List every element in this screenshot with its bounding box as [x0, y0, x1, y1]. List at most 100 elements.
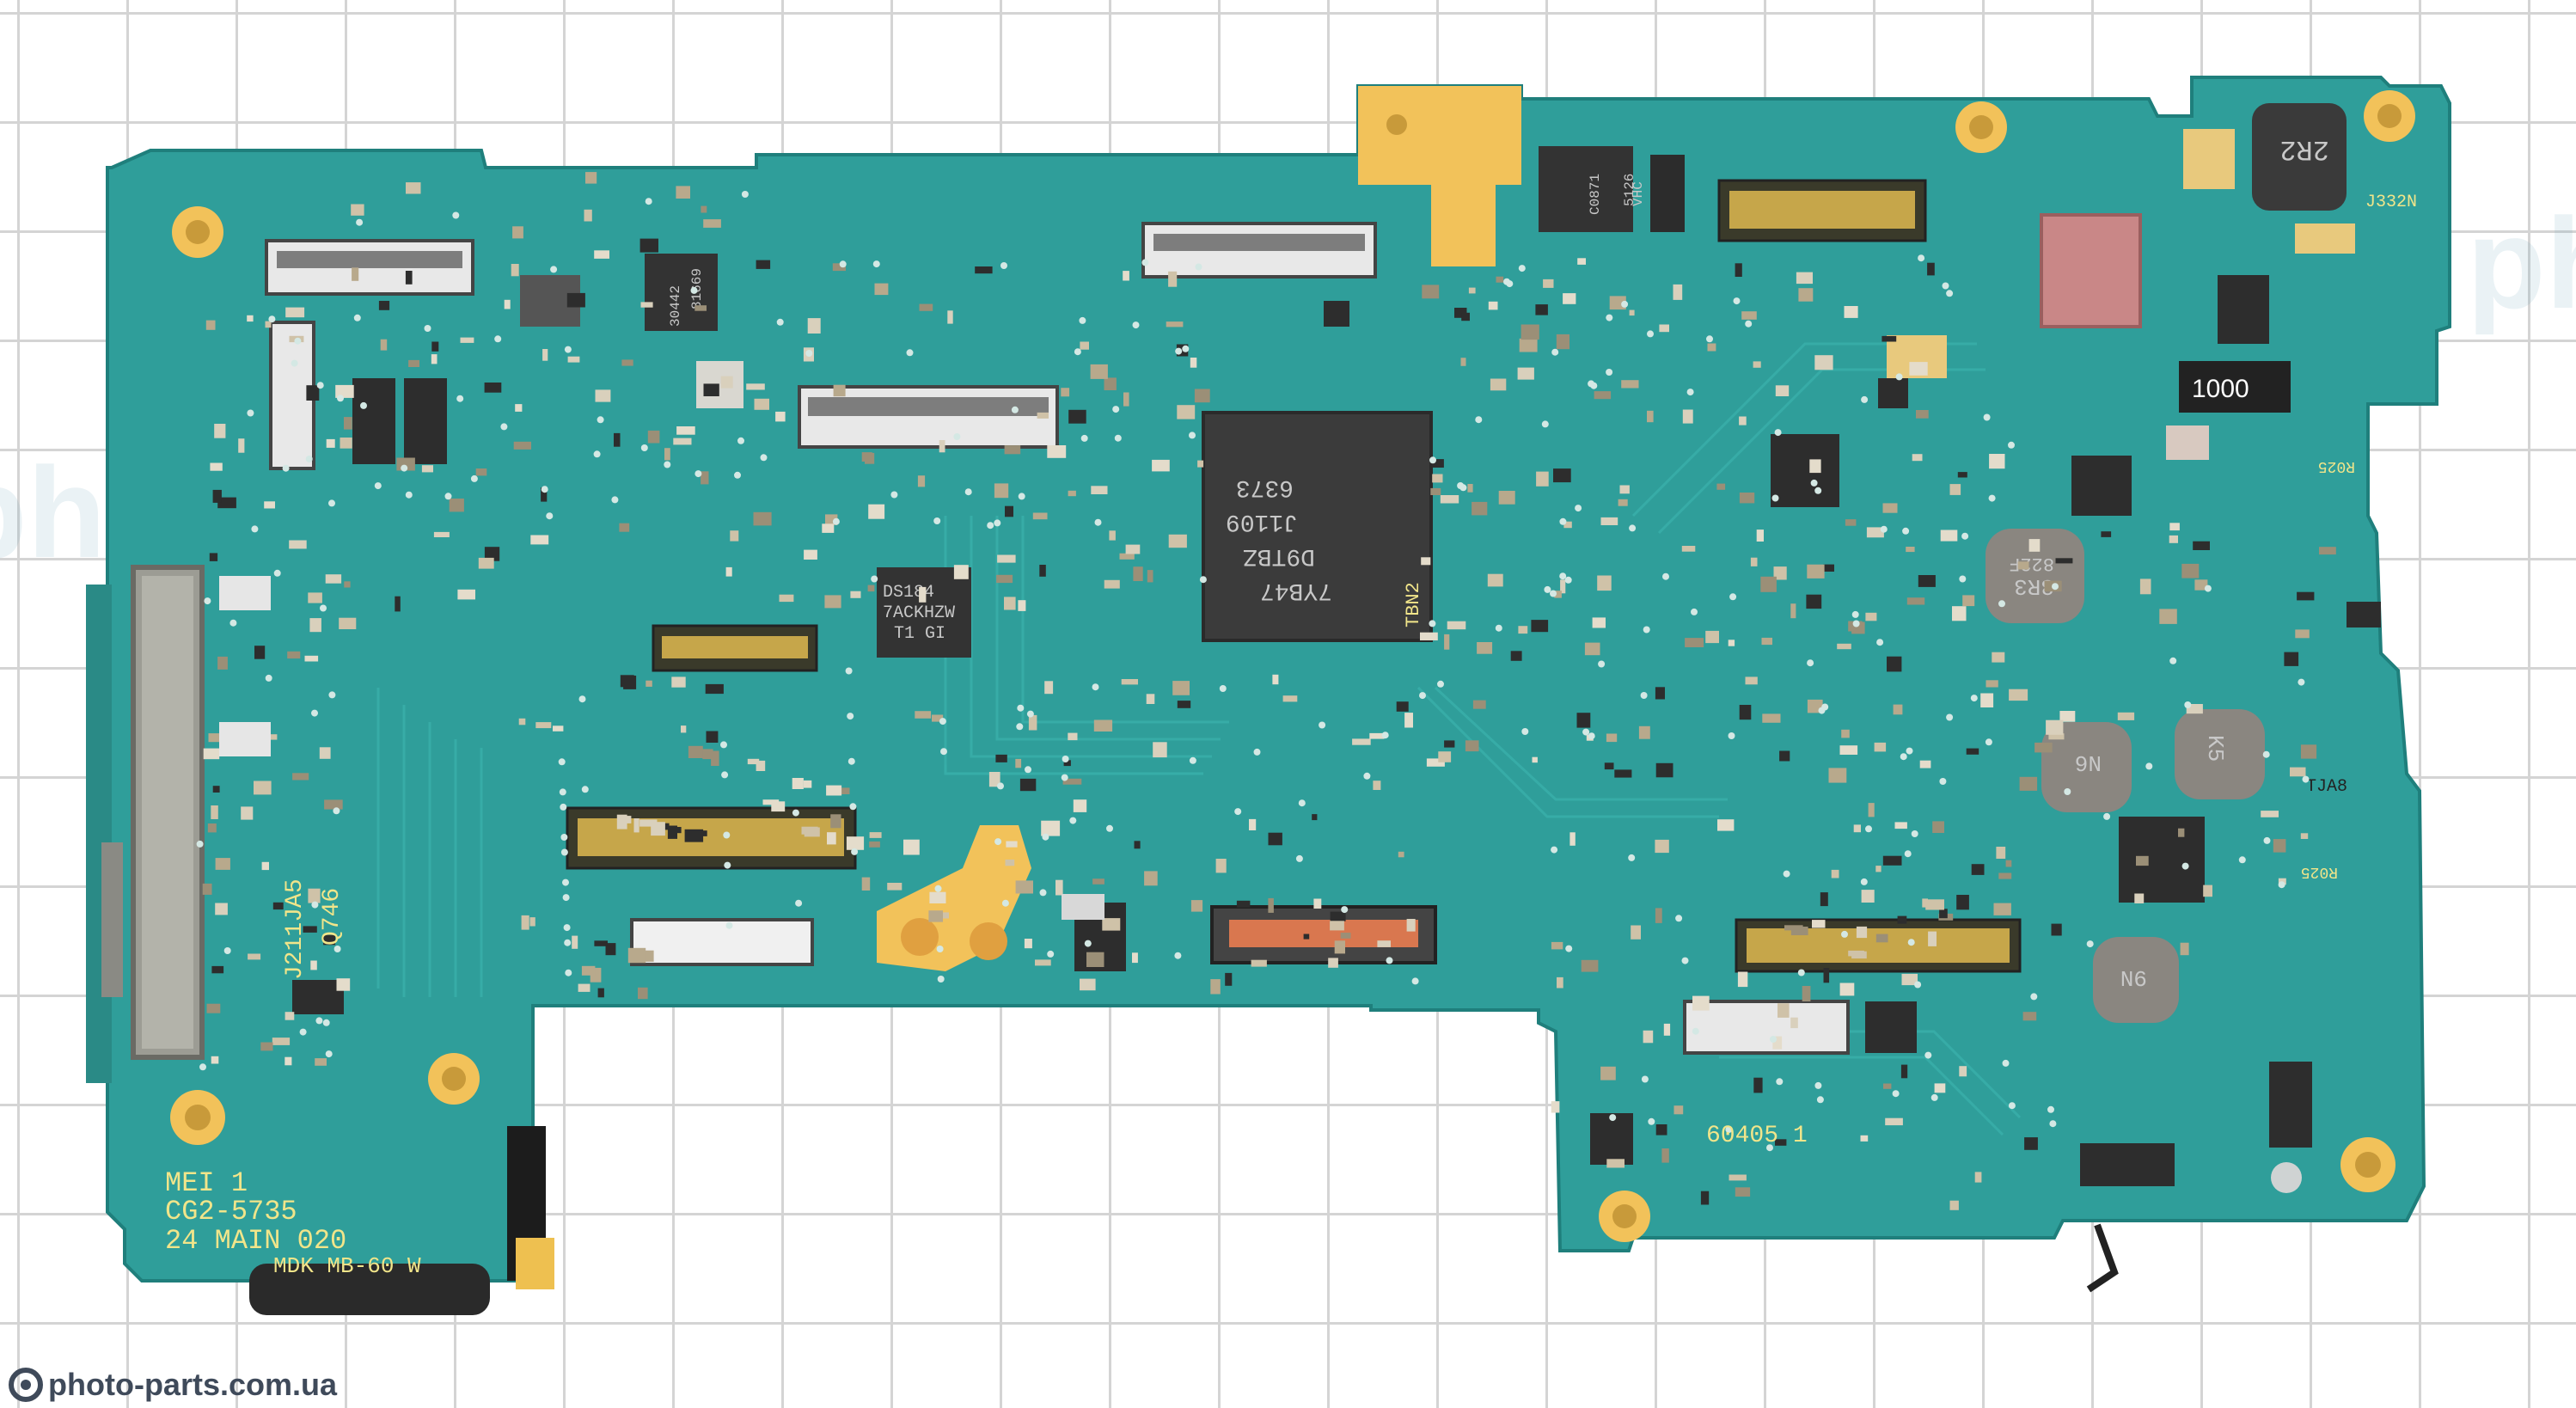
- smd-component: [753, 511, 772, 526]
- smd-component: [1745, 676, 1758, 685]
- smd-component: [594, 250, 609, 259]
- smd-component: [688, 745, 703, 758]
- resistor-1000-label: 1000: [2192, 375, 2249, 403]
- smd-component: [614, 432, 621, 447]
- smd-component: [1655, 839, 1669, 854]
- smd-component: [1837, 643, 1851, 650]
- smd-component: [1438, 751, 1452, 762]
- via: [734, 471, 741, 479]
- via: [328, 691, 336, 699]
- smd-component: [335, 384, 354, 398]
- silkscreen-vertical-a: J211JA5: [282, 878, 309, 980]
- via: [1253, 748, 1261, 756]
- smd-component: [730, 530, 739, 542]
- via: [265, 674, 272, 682]
- smd-component: [1102, 918, 1121, 931]
- smd-component: [1773, 566, 1787, 580]
- passive-components: [196, 172, 2336, 1210]
- smd-component: [846, 836, 865, 850]
- smd-component: [1584, 642, 1600, 656]
- smd-component: [1146, 694, 1155, 704]
- smd-component: [807, 318, 821, 334]
- via: [1001, 899, 1009, 907]
- via: [1841, 930, 1848, 938]
- smd-component: [344, 581, 351, 588]
- smd-component: [1932, 821, 1944, 833]
- smd-component: [1971, 864, 1985, 875]
- smd-component: [254, 781, 272, 795]
- smd-component: [1866, 527, 1884, 538]
- via: [1606, 369, 1613, 376]
- smd-component: [2051, 923, 2062, 936]
- smd-component: [1966, 748, 1979, 755]
- smd-component: [1663, 1023, 1671, 1036]
- via: [1295, 854, 1303, 862]
- smd-component: [241, 806, 254, 820]
- smd-component: [1330, 921, 1344, 931]
- smd-component: [1790, 603, 1796, 619]
- via: [325, 1050, 333, 1058]
- smd-component: [512, 226, 523, 239]
- via: [196, 840, 204, 848]
- smd-component: [1597, 575, 1612, 591]
- site-watermark: photo-parts.com.ua: [9, 1367, 337, 1403]
- chip-c0871-line1: C0871: [1588, 174, 1603, 215]
- via: [456, 395, 464, 402]
- via: [1114, 434, 1122, 442]
- smd-component: [1851, 951, 1867, 959]
- via: [305, 456, 313, 462]
- smd-component: [1927, 262, 1935, 276]
- smd-component: [217, 656, 228, 670]
- smd-component: [449, 499, 464, 512]
- smd-component: [746, 383, 765, 390]
- smd-component: [1553, 468, 1571, 483]
- via: [1918, 254, 1925, 262]
- main-processor-line2: D9TBZ: [1243, 542, 1315, 569]
- via: [737, 437, 744, 444]
- smd-component: [1080, 341, 1089, 350]
- smd-component: [585, 172, 597, 184]
- smd-component: [701, 205, 707, 213]
- via: [565, 969, 572, 976]
- smd-component: [1147, 570, 1153, 583]
- smd-component: [264, 501, 275, 509]
- via: [1565, 945, 1573, 952]
- smd-component: [2017, 561, 2029, 570]
- smd-component: [1916, 410, 1929, 419]
- smd-component: [1006, 841, 1018, 848]
- smd-component: [1152, 459, 1170, 472]
- smd-component: [578, 983, 590, 992]
- via: [1174, 952, 1182, 959]
- smd-component: [215, 903, 228, 915]
- via: [2049, 1120, 2057, 1128]
- via: [1628, 854, 1636, 861]
- smd-component: [868, 504, 885, 519]
- smd-component: [1750, 557, 1758, 566]
- smd-component: [874, 283, 889, 296]
- via: [1814, 487, 1822, 494]
- via: [401, 464, 408, 472]
- via: [1880, 525, 1888, 533]
- via: [645, 198, 652, 205]
- smd-component: [869, 841, 880, 848]
- smd-component: [378, 301, 390, 310]
- smd-component: [673, 438, 692, 445]
- via: [1189, 756, 1196, 764]
- smd-component: [1974, 1172, 1982, 1183]
- smd-component: [2273, 839, 2286, 853]
- smd-component: [1168, 271, 1178, 287]
- smd-component: [1093, 719, 1113, 732]
- smd-component: [1554, 591, 1562, 598]
- smd-component: [340, 438, 352, 449]
- via: [1770, 1036, 1777, 1043]
- smd-component: [994, 483, 1009, 499]
- smd-component: [939, 440, 945, 453]
- via: [1706, 335, 1713, 343]
- smd-component: [676, 426, 695, 435]
- smd-component: [272, 902, 284, 910]
- smd-component: [1123, 392, 1129, 407]
- via: [1900, 753, 1907, 761]
- smd-component: [1268, 897, 1274, 913]
- via: [360, 401, 367, 409]
- via: [1429, 456, 1436, 464]
